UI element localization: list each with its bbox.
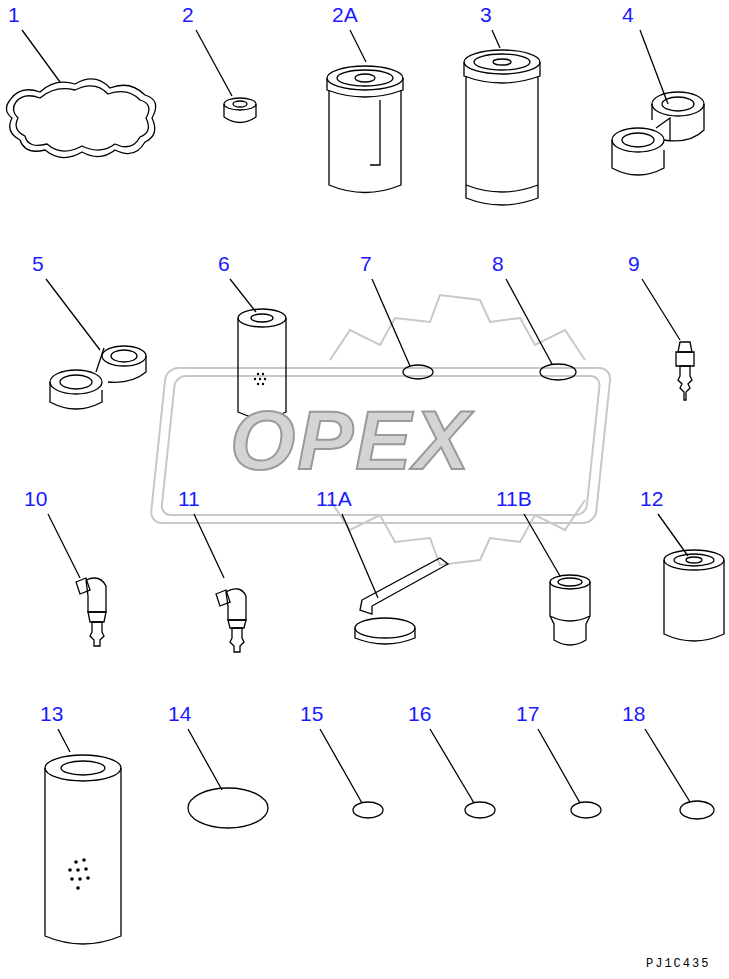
elbow-fitting [216,589,246,652]
callout-number: 10 [24,488,47,509]
callout-number: 8 [492,253,504,274]
spin-on-filter [664,550,724,641]
elbow-fitting [76,578,106,646]
callout-number: 1 [8,4,20,25]
callout-number: 6 [218,253,230,274]
callout-number: 4 [622,4,634,25]
callout-number: 17 [516,703,539,724]
callout-number: 7 [360,253,372,274]
nipple-fitting [676,342,694,400]
callout-number: 9 [628,253,640,274]
callout-number: 18 [622,703,645,724]
o-ring [465,802,495,818]
watermark-frame [150,295,611,565]
callout-number: 12 [640,488,663,509]
hose-clamp [355,558,448,644]
callout-number: 15 [300,703,323,724]
banjo-block [612,92,704,175]
socket [550,575,590,645]
callout-number: 2 [182,4,194,25]
callout-number: 5 [32,253,44,274]
callout-number: 13 [40,703,63,724]
callout-number: 11B [496,488,532,509]
washer [224,98,256,123]
filter-element [45,755,121,944]
gasket [6,79,155,158]
o-ring [403,365,433,379]
spin-on-filter [327,66,403,193]
banjo-fitting [50,346,146,409]
callout-number: 11 [178,488,200,509]
o-ring [188,788,268,828]
callout-number: 3 [480,4,492,25]
spin-on-filter [464,50,540,205]
o-ring [571,802,601,818]
drawing-code: PJ1C435 [646,958,710,970]
callout-number: 11A [316,488,352,509]
callout-number: 16 [408,703,431,724]
callout-number: 14 [168,703,191,724]
o-ring [680,801,714,819]
watermark: OPEX [230,398,471,482]
callout-number: 2A [332,4,358,25]
o-ring [353,802,383,818]
o-ring [540,364,576,380]
